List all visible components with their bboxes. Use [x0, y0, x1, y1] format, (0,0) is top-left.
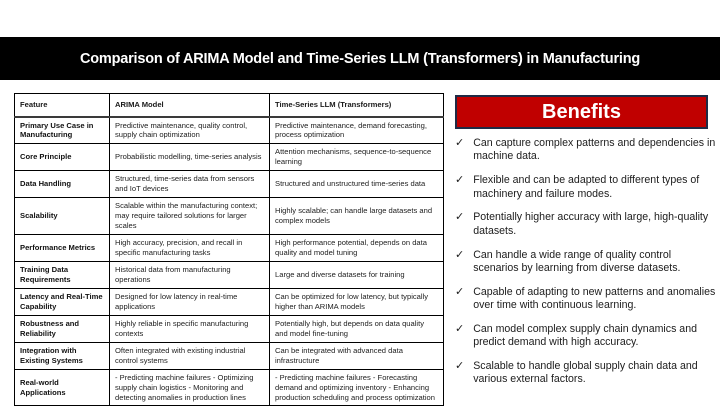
- benefits-header: Benefits: [455, 95, 708, 129]
- llm-cell: Attention mechanisms, sequence-to-sequen…: [269, 143, 444, 172]
- arima-cell: Structured, time-series data from sensor…: [109, 170, 270, 199]
- feature-cell: Scalability: [14, 197, 110, 235]
- comparison-table: Feature ARIMA Model Time-Series LLM (Tra…: [14, 93, 444, 406]
- llm-cell: Large and diverse datasets for training: [269, 260, 444, 289]
- column-header-arima: ARIMA Model: [109, 93, 270, 118]
- benefit-item: ✓ Can capture complex patterns and depend…: [455, 137, 716, 164]
- llm-cell: Predictive maintenance, demand forecasti…: [269, 115, 444, 145]
- benefit-item: ✓ Can model complex supply chain dynamics…: [455, 323, 716, 350]
- feature-cell: Real-world Applications: [14, 368, 110, 406]
- llm-cell: Structured and unstructured time-series …: [269, 170, 444, 199]
- arima-cell: Often integrated with existing industria…: [109, 341, 270, 370]
- benefits-title: Benefits: [542, 100, 621, 123]
- arima-cell: High accuracy, precision, and recall in …: [109, 233, 270, 262]
- llm-cell: Can be optimized for low latency, but ty…: [269, 287, 444, 316]
- feature-cell: Performance Metrics: [14, 233, 110, 262]
- benefit-text: Capable of adapting to new patterns and …: [473, 285, 716, 312]
- feature-cell: Core Principle: [14, 143, 110, 172]
- slide-title: Comparison of ARIMA Model and Time-Serie…: [79, 50, 641, 67]
- feature-cell: Data Handling: [14, 170, 110, 199]
- llm-cell: Can be integrated with advanced data inf…: [269, 341, 444, 370]
- feature-cell: Latency and Real-Time Capability: [14, 287, 110, 316]
- checkmark-icon: ✓: [455, 322, 465, 335]
- benefit-item: ✓ Can handle a wide range of quality cont…: [455, 249, 716, 276]
- checkmark-icon: ✓: [455, 285, 465, 298]
- benefit-item: ✓ Potentially higher accuracy with large,…: [455, 211, 716, 238]
- benefit-text: Can model complex supply chain dynamics …: [473, 322, 697, 349]
- feature-cell: Primary Use Case in Manufacturing: [14, 115, 110, 145]
- benefit-text: Scalable to handle global supply chain d…: [473, 360, 698, 386]
- benefit-text: Potentially higher accuracy with large, …: [473, 211, 709, 237]
- column-header-llm: Time-Series LLM (Transformers): [269, 93, 444, 118]
- benefits-list: ✓ Can capture complex patterns and depend…: [455, 137, 716, 397]
- llm-cell: - Predicting machine failures - Forecast…: [269, 368, 444, 406]
- arima-cell: Highly reliable in specific manufacturin…: [109, 314, 270, 343]
- feature-cell: Training Data Requirements: [14, 260, 110, 289]
- feature-cell: Integration with Existing Systems: [14, 341, 110, 370]
- benefit-item: ✓ Flexible and can be adapted to differen…: [455, 174, 716, 201]
- feature-cell: Robustness and Reliability: [14, 314, 110, 343]
- benefit-text: Can handle a wide range of quality contr…: [473, 248, 681, 274]
- benefit-item: ✓ Capable of adapting to new patterns and…: [455, 286, 716, 313]
- column-header-feature: Feature: [14, 93, 110, 118]
- checkmark-icon: ✓: [455, 137, 465, 149]
- arima-cell: Historical data from manufacturing opera…: [109, 260, 270, 289]
- checkmark-icon: ✓: [455, 248, 465, 261]
- benefit-text: Flexible and can be adapted to different…: [473, 174, 700, 200]
- arima-cell: Probabilistic modelling, time-series ana…: [109, 143, 270, 172]
- checkmark-icon: ✓: [455, 174, 465, 187]
- llm-cell: High performance potential, depends on d…: [269, 233, 444, 262]
- checkmark-icon: ✓: [455, 360, 465, 373]
- llm-cell: Highly scalable; can handle large datase…: [269, 197, 444, 235]
- arima-cell: Predictive maintenance, quality control,…: [109, 115, 270, 145]
- arima-cell: Designed for low latency in real-time ap…: [109, 287, 270, 316]
- benefit-text: Can capture complex patterns and depende…: [473, 137, 716, 163]
- checkmark-icon: ✓: [455, 211, 465, 224]
- benefit-item: ✓ Scalable to handle global supply chain …: [455, 360, 716, 387]
- arima-cell: Scalable within the manufacturing contex…: [109, 197, 270, 235]
- table-header-row: Feature ARIMA Model Time-Series LLM (Tra…: [14, 93, 444, 118]
- arima-cell: - Predicting machine failures - Optimizi…: [109, 368, 270, 406]
- llm-cell: Potentially high, but depends on data qu…: [269, 314, 444, 343]
- title-bar: Comparison of ARIMA Model and Time-Serie…: [0, 37, 720, 80]
- table-row: Real-world Applications- Predicting mach…: [14, 368, 444, 406]
